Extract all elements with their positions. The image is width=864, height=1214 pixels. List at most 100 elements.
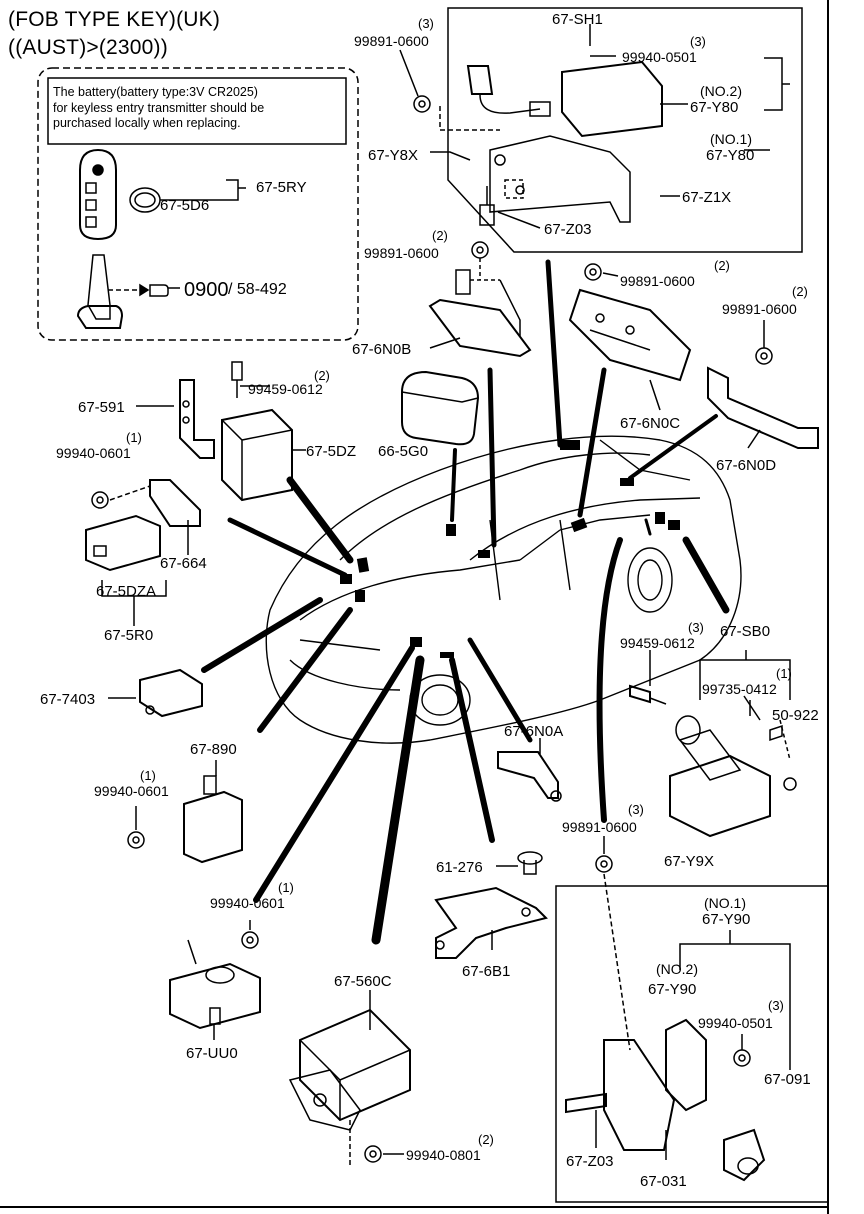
label-no2-a: (NO.2) (700, 83, 742, 99)
label-99735-0412: 99735-0412 (702, 681, 777, 697)
label-qty-99459-0612-b: (3) (688, 620, 704, 635)
install-location-markers (340, 440, 680, 658)
label-67-031: 67-031 (640, 1173, 687, 1190)
nut-icon-99891-0600-a (413, 95, 431, 113)
nut-icon-99891-0600-d (755, 347, 773, 365)
67-y9x-assembly (565, 1018, 766, 1182)
label-66-5g0: 66-5G0 (378, 443, 428, 460)
nut-icon-99891-0600-c (584, 263, 602, 281)
67-uu0-module (169, 939, 261, 1030)
label-67-091: 67-091 (764, 1071, 811, 1088)
label-no1-a: (NO.1) (710, 131, 752, 147)
label-qty-99891-0600-d: (2) (792, 284, 808, 299)
label-99891-0600-c: 99891-0600 (620, 273, 695, 289)
label-99891-0600-b: 99891-0600 (364, 245, 439, 261)
nut-icon-99940-0601-a (91, 491, 109, 509)
nut-icon-99940-0601-b (127, 831, 145, 849)
nut-icon-99940-0801 (364, 1145, 382, 1163)
label-67-y90-b: 67-Y90 (648, 981, 696, 998)
label-67-6n0c: 67-6N0C (620, 415, 680, 432)
label-no1-b: (NO.1) (704, 895, 746, 911)
label-qty-99891-0600-e: (3) (628, 802, 644, 817)
label-67-5r0: 67-5R0 (104, 627, 153, 644)
battery-note-line-1: The battery(battery type:3V CR2025) (53, 85, 258, 99)
key-inset-box (37, 67, 359, 341)
label-99459-0612-b: 99459-0612 (620, 635, 695, 651)
label-qty-99891-0600-b: (2) (432, 228, 448, 243)
label-99940-0501-a: 99940-0501 (622, 49, 697, 65)
label-qty-99940-0601-b: (1) (140, 768, 156, 783)
label-qty-99940-0801: (2) (478, 1132, 494, 1147)
67-890-module (183, 775, 243, 864)
label-99940-0601-b: 99940-0601 (94, 783, 169, 799)
label-99459-0612-a: 99459-0612 (248, 381, 323, 397)
label-qty-99891-0600-a: (3) (418, 16, 434, 31)
battery-note-line-3: purchased locally when replacing. (53, 116, 241, 130)
label-67-6n0b: 67-6N0B (352, 341, 411, 358)
label-67-890: 67-890 (190, 741, 237, 758)
label-67-z03-a: 67-Z03 (544, 221, 592, 238)
label-67-5d6: 67-5D6 (160, 197, 209, 214)
label-99891-0600-d: 99891-0600 (722, 301, 797, 317)
label-67-z1x: 67-Z1X (682, 189, 731, 206)
label-qty-99940-0601-a: (1) (126, 430, 142, 445)
67-6n0d-part (707, 320, 819, 449)
battery-note: The battery(battery type:3V CR2025) for … (53, 85, 343, 132)
label-99891-0600-e: 99891-0600 (562, 819, 637, 835)
label-67-560c: 67-560C (334, 973, 392, 990)
label-qty-99940-0501-a: (3) (690, 34, 706, 49)
label-67-z03-b: 67-Z03 (566, 1153, 614, 1170)
label-99891-0600-a: 99891-0600 (354, 33, 429, 49)
label-67-y9x: 67-Y9X (664, 853, 714, 870)
67-664-bracket (149, 479, 201, 527)
header-line-1: (FOB TYPE KEY)(UK) (8, 8, 221, 31)
label-ref-0900: 0900 (184, 279, 229, 301)
label-67-6n0a: 67-6N0A (504, 723, 563, 740)
67-6n0c-part (568, 263, 692, 382)
label-qty-99735-0412: (1) (776, 666, 792, 681)
label-67-y8x: 67-Y8X (368, 147, 418, 164)
coin-battery-icon (129, 187, 161, 213)
label-qty-99891-0600-c: (2) (714, 258, 730, 273)
label-99940-0801: 99940-0801 (406, 1147, 481, 1163)
label-61-276: 61-276 (436, 859, 483, 876)
label-no2-b: (NO.2) (656, 961, 698, 977)
pointing-hand-icon (149, 284, 180, 297)
nut-icon-99940-0601-c (241, 931, 259, 949)
label-99940-0601-a: 99940-0601 (56, 445, 131, 461)
label-qty-99940-0601-c: (1) (278, 880, 294, 895)
label-67-664: 67-664 (160, 555, 207, 572)
66-5g0-module (401, 370, 480, 446)
label-ref-58-492: / 58-492 (228, 281, 287, 298)
67-sh1-assembly (466, 60, 663, 226)
67-sb0-unit (669, 715, 797, 838)
label-67-5dz: 67-5DZ (306, 443, 356, 460)
67-560c-module (288, 1008, 411, 1131)
label-67-uu0: 67-UU0 (186, 1045, 238, 1062)
67-7403-part (139, 668, 203, 718)
label-qty-99459-0612-a: (2) (314, 368, 330, 383)
location-leader-lines (201, 259, 730, 945)
67-6n0b-part (428, 241, 532, 358)
label-67-591: 67-591 (78, 399, 125, 416)
battery-note-line-2: for keyless entry transmitter should be (53, 100, 265, 115)
label-67-5ry: 67-5RY (256, 179, 307, 196)
67-6b1-bracket (434, 886, 548, 959)
label-99940-0601-c: 99940-0601 (210, 895, 285, 911)
label-qty-99940-0501-b: (3) (768, 998, 784, 1013)
label-67-7403: 67-7403 (40, 691, 95, 708)
fob-key-icon (76, 148, 124, 329)
label-67-y90-a: 67-Y90 (702, 911, 750, 928)
67-591-bracket (179, 361, 243, 459)
67-6n0a-part (497, 751, 562, 802)
inset-box-67-y9x (555, 885, 829, 1203)
label-50-922: 50-922 (772, 707, 819, 724)
battery-note-box (47, 77, 347, 145)
label-67-6b1: 67-6B1 (462, 963, 510, 980)
nut-icon-99891-0600-b (471, 241, 489, 259)
nut-icon-99891-0600-e (595, 855, 613, 873)
label-67-6n0d: 67-6N0D (716, 457, 776, 474)
67-5dza-part (85, 514, 161, 572)
